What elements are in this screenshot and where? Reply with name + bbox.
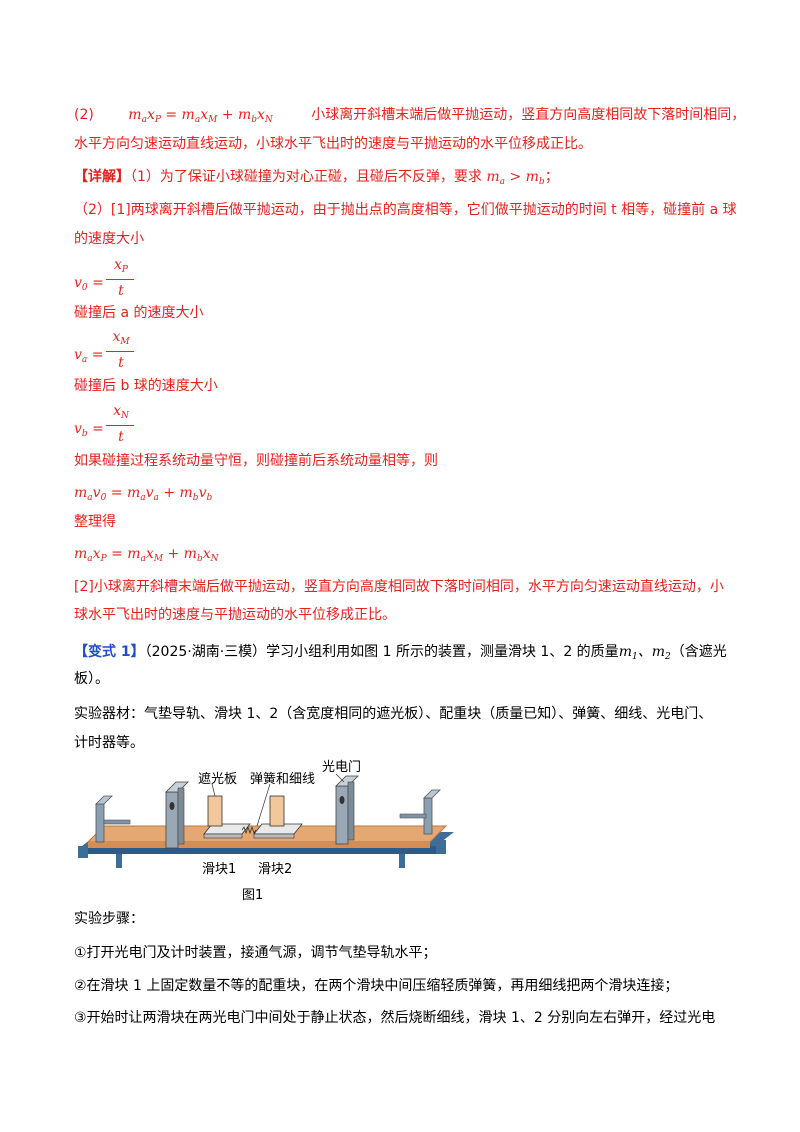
- momentum-conservation-equation: mav0 = mava + mbvb: [74, 485, 213, 503]
- explanation-tag: 【详解】: [74, 169, 130, 185]
- label-slider-2: 滑块2: [258, 862, 293, 877]
- v0-lhs: v0 =: [74, 275, 104, 293]
- label-spring: 弹簧和细线: [250, 772, 316, 787]
- mass-inequality: ma > mb: [486, 169, 545, 187]
- label-shade-plate: 遮光板: [198, 772, 238, 787]
- vb-lhs: vb =: [74, 421, 104, 439]
- final-equation: maxP = maxM + mbxN: [74, 546, 219, 564]
- explanation-line-2: （2）[1]两球离开斜槽后做平抛运动，由于抛出点的高度相等，它们做平抛运动的时间…: [74, 202, 737, 218]
- equipment-line-1: 实验器材：气垫导轨、滑块 1、2（含宽度相同的遮光板）、配重块（质量已知）、弹簧…: [74, 706, 713, 722]
- track-rail-front: [82, 846, 436, 854]
- step-2: ②在滑块 1 上固定数量不等的配重块，在两个滑块中间压缩轻质弹簧，再用细线把两个…: [74, 978, 679, 994]
- answer-line-2: 水平方向匀速运动直线运动，小球水平飞出时的速度与平抛运动的水平位移成正比。: [74, 136, 592, 152]
- explanation-line-8: [2]小球离开斜槽末端后做平抛运动，竖直方向高度相同故下落时间相同，水平方向匀速…: [74, 579, 724, 595]
- shade-plate-1: [207, 795, 223, 827]
- item-number: (2): [74, 107, 94, 123]
- variant-line-2: 板）。: [74, 671, 109, 687]
- photogate-left: [165, 791, 179, 849]
- leg-left: [78, 846, 88, 858]
- va-lhs: va =: [74, 347, 104, 365]
- mass-symbols: m1、m2: [618, 644, 671, 662]
- answer-text: 小球离开斜槽末端后做平抛运动，竖直方向高度相同故下落时间相同，: [311, 107, 746, 123]
- explanation-line-9: 球水平飞出时的速度与平抛运动的水平位移成正比。: [74, 607, 396, 623]
- explanation-line-1: 【详解】（1）为了保证小球碰撞为对心正碰，且碰后不反弹，要求 ma > mb；: [74, 169, 559, 187]
- photogate-right: [335, 785, 349, 845]
- explanation-line-6: 如果碰撞过程系统动量守恒，则碰撞前后系统动量相等，则: [74, 453, 438, 469]
- explanation-line-3: 的速度大小: [74, 231, 144, 247]
- shade-plate-2: [269, 795, 285, 827]
- leg-right: [436, 840, 446, 854]
- momentum-equation: maxP = maxM + mbxN: [128, 107, 273, 125]
- explanation-line-5: 碰撞后 b 球的速度大小: [74, 378, 218, 394]
- figure-caption: 图1: [242, 888, 264, 903]
- explanation-line-4: 碰撞后 a 的速度大小: [74, 305, 204, 321]
- air-track-diagram: [78, 773, 454, 868]
- variant-line-1: 【变式 1】（2025·湖南·三模）学习小组利用如图 1 所示的装置，测量滑块 …: [74, 644, 727, 662]
- step-1: ①打开光电门及计时装置，接通气源，调节气垫导轨水平；: [74, 945, 437, 961]
- variant-tag: 【变式 1】: [74, 644, 145, 660]
- spring: [241, 825, 257, 835]
- figure-1-apparatus: 遮光板 弹簧和细线 光电门 滑块1 滑块2 图1: [74, 760, 474, 903]
- label-photogate: 光电门: [322, 760, 362, 775]
- steps-heading: 实验步骤：: [74, 911, 144, 927]
- explanation-line-7: 整理得: [74, 514, 116, 530]
- step-3: ③开始时让两滑块在两光电门中间处于静止状态，然后烧断细线，滑块 1、2 分别向左…: [74, 1010, 716, 1026]
- equipment-line-2: 计时器等。: [74, 735, 144, 751]
- answer-line-1: (2) maxP = maxM + mbxN 小球离开斜槽末端后做平抛运动，竖直…: [74, 104, 745, 131]
- label-slider-1: 滑块1: [202, 862, 237, 877]
